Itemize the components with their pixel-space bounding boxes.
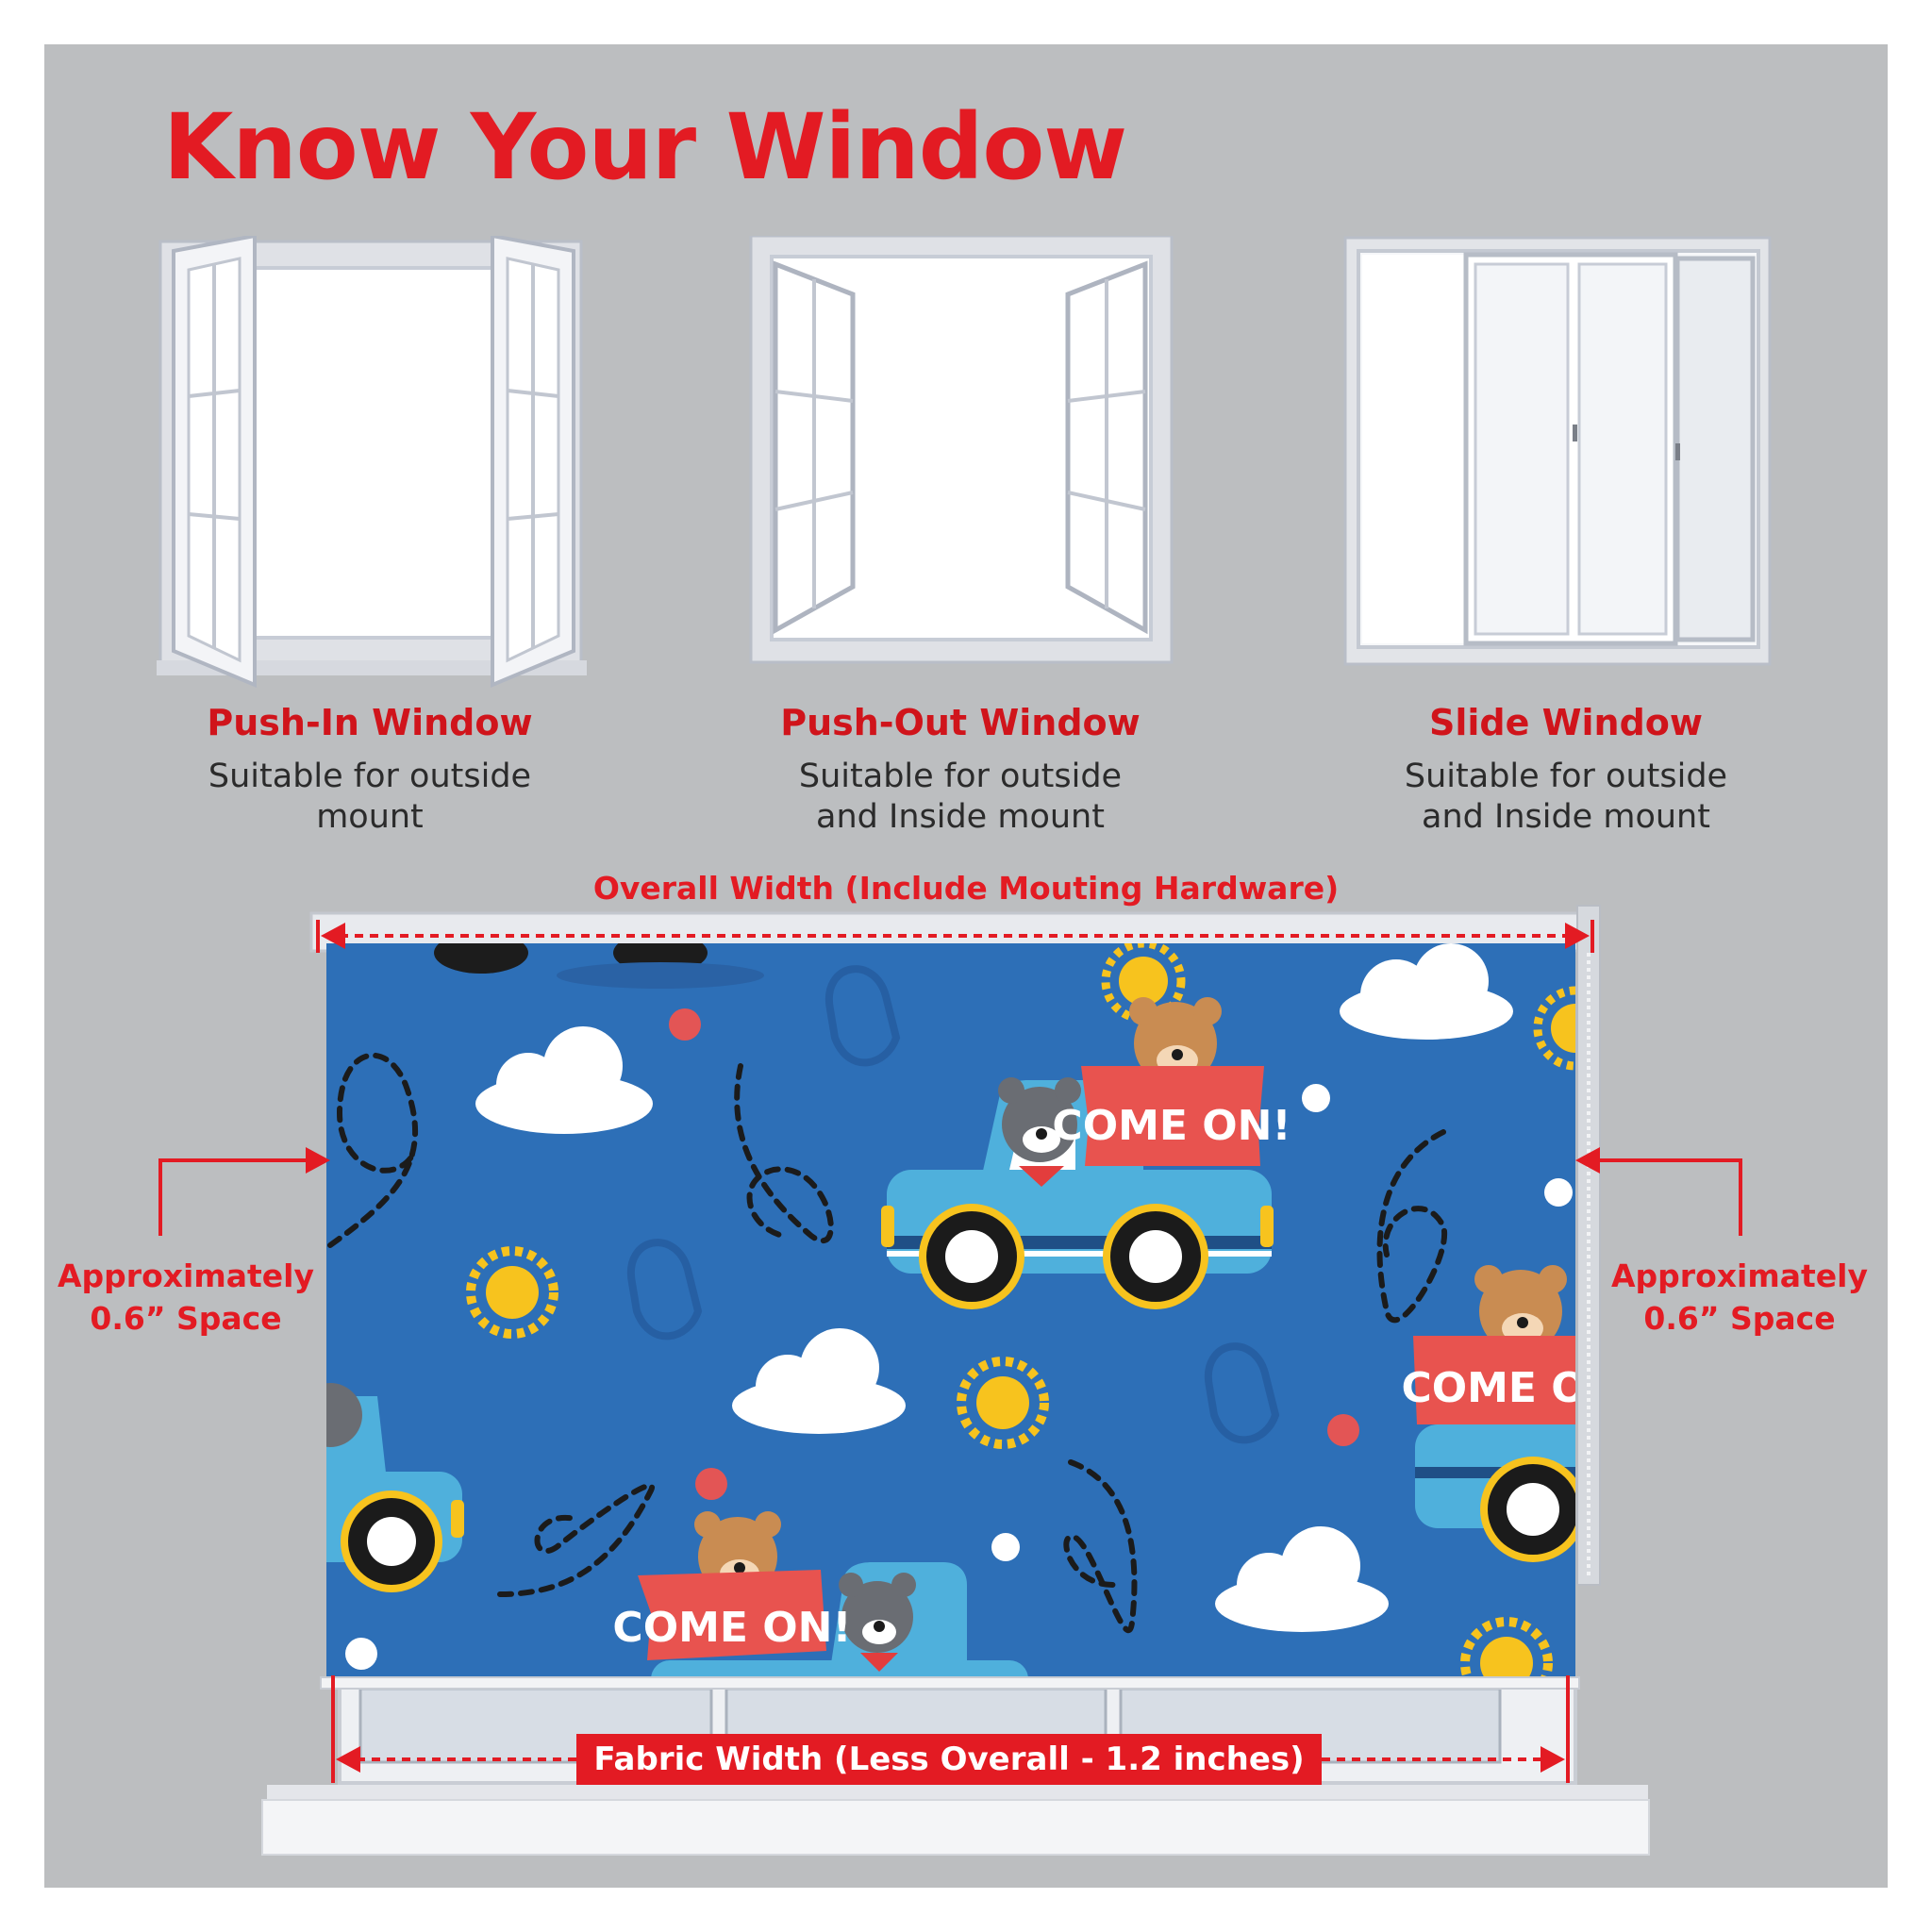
push-in-window-description: Suitable for outside mount bbox=[106, 757, 634, 838]
description-line: Suitable for outside bbox=[1404, 758, 1728, 795]
fabric-width-label: Fabric Width (Less Overall - 1.2 inches) bbox=[576, 1734, 1322, 1785]
space-label-line: Approximately bbox=[58, 1257, 314, 1294]
description-line: and Inside mount bbox=[816, 798, 1105, 836]
left-space-callout bbox=[158, 1158, 311, 1236]
truck: COME ON! bbox=[612, 1511, 1028, 1679]
right-space-arrow bbox=[1575, 1147, 1600, 1174]
cloud bbox=[732, 1328, 906, 1434]
description-line: Suitable for outside bbox=[208, 758, 532, 795]
sun bbox=[1460, 1617, 1553, 1679]
truck: COME ON bbox=[1401, 1265, 1621, 1562]
page-title: Know Your Window bbox=[163, 94, 1127, 200]
cloud bbox=[1215, 1526, 1389, 1632]
truck: COME ON! bbox=[881, 997, 1291, 1309]
cloud bbox=[1340, 943, 1513, 1040]
sun bbox=[1101, 943, 1186, 1024]
cloud bbox=[475, 1026, 653, 1134]
left-space-label: Approximately 0.6” Space bbox=[44, 1255, 327, 1340]
slide-window-icon bbox=[1341, 236, 1775, 670]
overall-width-label: Overall Width (Include Mouting Hardware) bbox=[592, 870, 1340, 907]
push-in-window-name: Push-In Window bbox=[207, 702, 533, 743]
push-out-window-description: Suitable for outside and Inside mount bbox=[696, 757, 1224, 838]
description-line: Suitable for outside bbox=[798, 758, 1123, 795]
sun bbox=[1533, 986, 1575, 1071]
overall-width-dimension-line bbox=[316, 920, 1594, 953]
description-line: mount bbox=[316, 798, 424, 836]
banner-text: COME ON! bbox=[612, 1604, 851, 1652]
slide-window-name: Slide Window bbox=[1428, 702, 1704, 743]
slide-window-description: Suitable for outside and Inside mount bbox=[1302, 757, 1830, 838]
push-out-window-icon bbox=[747, 236, 1181, 670]
right-space-callout bbox=[1594, 1158, 1742, 1236]
right-space-label: Approximately 0.6” Space bbox=[1598, 1255, 1881, 1340]
banner-text: COME ON bbox=[1401, 1364, 1621, 1412]
truck bbox=[326, 1383, 464, 1592]
space-label-line: Approximately bbox=[1611, 1257, 1868, 1294]
space-label-line: 0.6” Space bbox=[1643, 1300, 1836, 1337]
push-out-window-name: Push-Out Window bbox=[780, 702, 1141, 743]
left-space-arrow bbox=[306, 1147, 330, 1174]
banner-text: COME ON! bbox=[1052, 1102, 1291, 1150]
push-in-window-icon bbox=[157, 236, 591, 689]
description-line: and Inside mount bbox=[1422, 798, 1710, 836]
fabric-width-dimension-line bbox=[331, 1675, 1570, 1783]
sun bbox=[466, 1246, 558, 1339]
space-label-line: 0.6” Space bbox=[90, 1300, 282, 1337]
sun bbox=[957, 1357, 1049, 1449]
